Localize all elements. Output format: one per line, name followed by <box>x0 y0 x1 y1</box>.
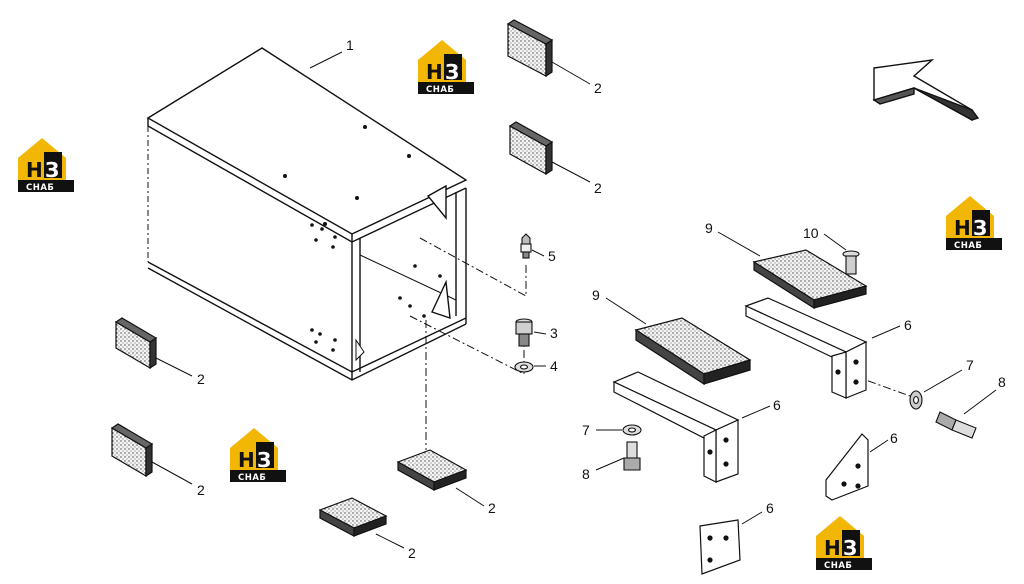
washer-4 <box>514 361 534 373</box>
bolt-8-left <box>623 441 641 471</box>
callout-6d: 6 <box>766 500 774 516</box>
callout-3: 3 <box>550 325 558 341</box>
svg-text:Н: Н <box>426 60 443 84</box>
svg-text:Н: Н <box>26 158 43 182</box>
callout-9a: 9 <box>705 220 713 236</box>
callout-1: 1 <box>346 37 354 53</box>
callout-2a: 2 <box>594 80 602 96</box>
svg-text:СНАБ: СНАБ <box>26 183 54 193</box>
svg-text:З: З <box>843 536 857 560</box>
svg-text:СНАБ: СНАБ <box>426 85 454 95</box>
bolt-8-right <box>935 411 977 439</box>
svg-text:Н: Н <box>824 536 841 560</box>
svg-text:СНАБ: СНАБ <box>824 561 852 571</box>
screw-10 <box>842 250 860 275</box>
washer-7-right <box>909 390 923 410</box>
pad-left-1 <box>114 317 158 370</box>
pad-top-2 <box>508 121 554 176</box>
callout-2f: 2 <box>408 545 416 561</box>
bracket-6-lower <box>612 371 740 483</box>
svg-text:Н: Н <box>954 216 971 240</box>
housing-box <box>146 47 468 381</box>
brand-logo-5: Н З СНАБ <box>816 516 872 571</box>
bracket-6-upper <box>744 297 868 399</box>
grease-fitting <box>520 233 532 259</box>
pad-top-1 <box>506 19 554 78</box>
callout-8b: 8 <box>582 466 590 482</box>
brand-logo-4: Н З СНАБ <box>230 428 286 483</box>
callout-7b: 7 <box>582 422 590 438</box>
callout-8a: 8 <box>998 374 1006 390</box>
plate-9-lower <box>634 317 752 386</box>
brand-logo-3: Н З СНАБ <box>946 196 1002 251</box>
callout-6b: 6 <box>773 397 781 413</box>
pad-bottom-1 <box>396 449 468 492</box>
callout-4: 4 <box>550 358 558 374</box>
svg-text:З: З <box>973 216 987 240</box>
callout-9b: 9 <box>592 287 600 303</box>
callout-5: 5 <box>548 248 556 264</box>
callout-2b: 2 <box>594 180 602 196</box>
callout-6a: 6 <box>904 317 912 333</box>
bracket-6-flat-bottom <box>699 519 741 575</box>
callout-2c: 2 <box>197 371 205 387</box>
plate-9-upper <box>752 249 868 310</box>
cap-screw <box>515 318 533 347</box>
svg-text:Н: Н <box>238 448 255 472</box>
svg-text:З: З <box>445 60 459 84</box>
direction-arrow <box>872 58 980 122</box>
bracket-6-flat-right <box>825 433 869 501</box>
callout-10: 10 <box>803 225 819 241</box>
svg-text:СНАБ: СНАБ <box>238 473 266 483</box>
svg-text:З: З <box>45 158 59 182</box>
callout-7a: 7 <box>966 357 974 373</box>
svg-text:З: З <box>257 448 271 472</box>
brand-logo-2: Н З СНАБ <box>18 138 74 193</box>
washer-7-left <box>622 424 642 436</box>
callout-2e: 2 <box>488 500 496 516</box>
pad-left-2 <box>110 423 154 478</box>
callout-2d: 2 <box>197 482 205 498</box>
svg-text:СНАБ: СНАБ <box>954 241 982 251</box>
brand-logo-1: Н З СНАБ <box>418 40 474 95</box>
callout-6c: 6 <box>890 430 898 446</box>
pad-bottom-2 <box>318 497 388 537</box>
